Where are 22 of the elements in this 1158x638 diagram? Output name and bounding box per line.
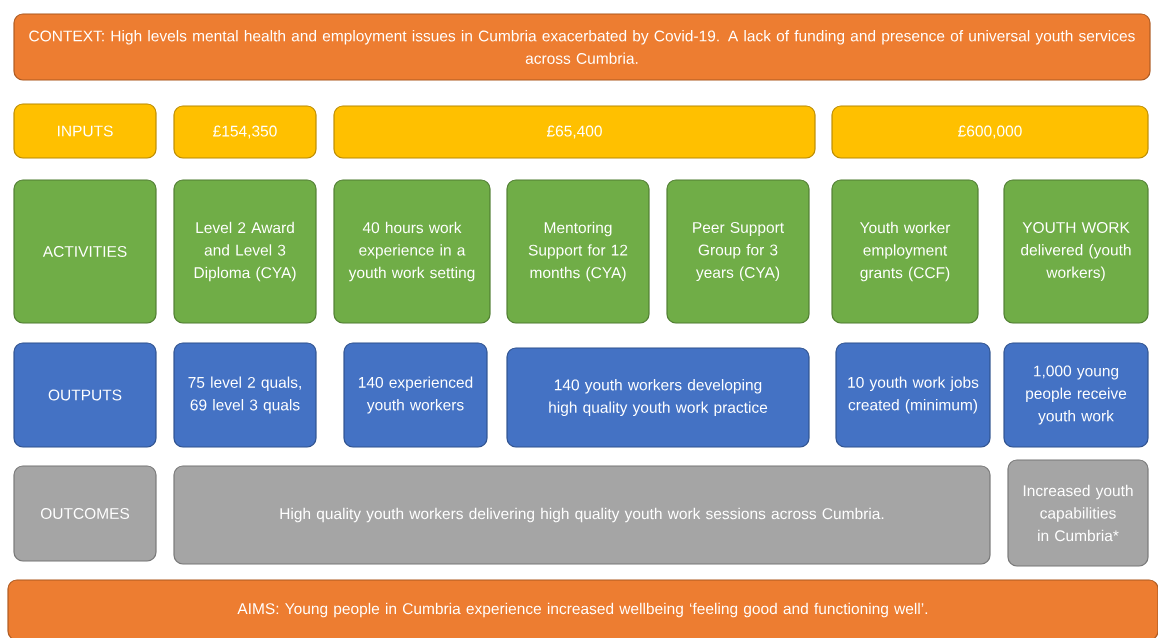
activity-box: Mentoring Support for 12 months (CYA) (506, 179, 650, 324)
input-box: £154,350 (173, 105, 317, 159)
output-box: 75 level 2 quals, 69 level 3 quals (173, 342, 317, 448)
activity-box: 40 hours work experience in a youth work setting (333, 179, 491, 324)
activity-box: YOUTH WORK delivered (youth workers) (1003, 179, 1149, 324)
aims-banner: AIMS: Young people in Cumbria experience increased wellbeing ‘feeling good and functioning well’. (7, 579, 1158, 638)
output-box: 10 youth work jobs created (minimum) (835, 342, 991, 448)
input-box: £65,400 (333, 105, 816, 159)
outcome-box: OUTCOMES (13, 465, 157, 562)
output-box: 140 youth workers developing high quality youth work practice (506, 347, 810, 448)
activity-box: ACTIVITIES (13, 179, 157, 324)
activity-box: Level 2 Award and Level 3 Diploma (CYA) (173, 179, 317, 324)
input-box: £600,000 (831, 105, 1149, 159)
activity-box: Peer Support Group for 3 years (CYA) (666, 179, 810, 324)
context-banner: CONTEXT: High levels mental health and employment issues in Cumbria exacerbated by Covid-19. A lack of funding and presence of universal youth services across Cumbria. (13, 13, 1151, 81)
output-box: OUTPUTS (13, 342, 157, 448)
output-box: 1,000 young people receive youth work (1003, 342, 1149, 448)
outcome-box: Increased youth capabilities in Cumbria* (1007, 459, 1149, 567)
activity-box: Youth worker employment grants (CCF) (831, 179, 979, 324)
output-box: 140 experienced youth workers (343, 342, 488, 448)
outcome-box: High quality youth workers delivering high quality youth work sessions across Cumbria. (173, 465, 991, 565)
input-box: INPUTS (13, 103, 157, 159)
